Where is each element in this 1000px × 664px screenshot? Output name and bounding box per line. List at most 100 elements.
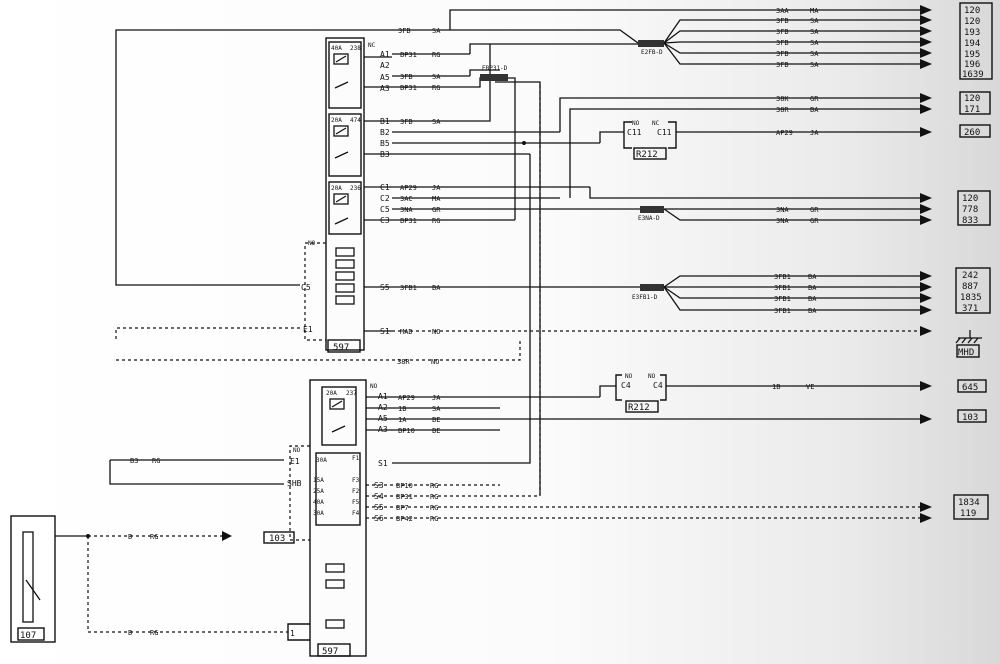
splice-e3na-label: E3NA-D <box>638 215 660 222</box>
wire-c1-color: JA <box>432 184 441 192</box>
r212b-name: R212 <box>628 403 650 413</box>
fuse-4: F5 <box>352 499 360 506</box>
pin-a2: A2 <box>380 61 390 70</box>
wire-s5-color: BA <box>432 284 441 292</box>
ref-group-8: 103 <box>957 409 987 423</box>
wire-3na1-code: 3NA <box>776 206 789 214</box>
r212a-pin-r: C11 <box>657 128 672 137</box>
ref-group-4: 120 778 833 <box>957 190 991 226</box>
ref-group-9: 1834 119 <box>953 494 989 520</box>
relay-3-code: 236 <box>350 185 361 192</box>
sw-wire-1-code: B <box>128 533 132 541</box>
ref-1-5: 195 <box>964 50 980 60</box>
splice-e2fb: E2FB-D <box>638 40 664 56</box>
ref-9-2: 119 <box>960 509 976 519</box>
bottom-box-wires: AP29 JA 1B SA 1A BE BP10 BE BP10 RG BP31… <box>366 82 920 523</box>
wire-38r <box>569 108 920 198</box>
wire-3fb1-2-code: 3FB1 <box>774 284 791 292</box>
ref-5-2: 887 <box>962 282 978 292</box>
wire-s1-code: MAD <box>400 328 413 336</box>
bundle-top-fanout: 3AA MA 3FB SA 3FB SA 3FB SA 3FB SA 3FB S… <box>450 7 920 69</box>
ref-4-1: 120 <box>962 194 978 204</box>
wire-a1-to-r212b <box>599 385 616 397</box>
left-pin-no: NO <box>308 240 316 247</box>
left-wire-code: B3 <box>130 457 138 465</box>
bpin-no: NO <box>370 383 378 390</box>
wire-a3-code: BP31 <box>400 84 417 92</box>
relay-r212-b: NO NO C4 C4 R212 <box>615 373 667 413</box>
bwire-a2-color: SA <box>432 405 441 413</box>
top-label-5-color: SA <box>810 50 819 58</box>
ground-wire-code: 38R <box>397 358 410 366</box>
relay-1-code: 238 <box>350 45 361 52</box>
pin-c2: C2 <box>380 194 390 203</box>
bottom-pin-1: 1 <box>290 629 295 638</box>
wire-b1-color: SA <box>432 118 441 126</box>
mid-ref-103: 103 <box>269 534 285 544</box>
wire-3na1-color: GR <box>810 206 819 214</box>
relay-box-bottom-name: 597 <box>322 647 338 657</box>
wire-a5-color: SA <box>432 73 441 81</box>
top-label-3-code: 3FB <box>776 28 789 36</box>
relay-b-amp: 20A <box>326 390 337 397</box>
ref-1-6: 196 <box>964 60 980 70</box>
wire-c1-code: AP29 <box>400 184 417 192</box>
pin-b5: B5 <box>380 139 390 148</box>
splice-e3na: E3NA-D <box>638 206 664 222</box>
wire-bundle-feed <box>469 43 638 54</box>
splice-e3fb1-label: E3FB1-D <box>632 294 658 301</box>
bwire-a1-code: AP29 <box>398 394 415 402</box>
wire-c3-color: RG <box>432 217 440 225</box>
wire-3fb1-4 <box>663 286 920 311</box>
bwire-a2-code: 1B <box>398 405 406 413</box>
fuse-amp-4: 40A <box>313 499 324 506</box>
relay-r212-a: NO NC C11 C11 R212 <box>623 120 677 160</box>
pin-nc: NC <box>368 42 376 49</box>
top-wire-color: SA <box>432 27 441 35</box>
ref-2-2: 171 <box>964 105 980 115</box>
bwire-a5-color: BE <box>432 416 440 424</box>
wire-38r-color: BA <box>810 106 819 114</box>
relay-box-top: 40A 238 20A 474 20A 236 597 NC A1 A2 A5 … <box>301 37 390 353</box>
wire-top-loop <box>115 29 450 286</box>
ground-wire-color: NO <box>431 358 439 366</box>
wire-38k-color: GR <box>810 95 819 103</box>
bwire-s6-color: RG <box>430 515 438 523</box>
r212a-nc: NC <box>652 120 660 127</box>
ref-1-2: 120 <box>964 17 980 27</box>
relay-1-amp: 40A <box>331 45 342 52</box>
splice-ebp31: EBP31-D <box>480 65 508 81</box>
wire-38k <box>559 97 920 132</box>
splice-ebp31-label: EBP31-D <box>482 65 508 72</box>
wire-3fb1-1-code: 3FB1 <box>774 273 791 281</box>
top-label-2-code: 3FB <box>776 17 789 25</box>
bleft-no: NO <box>293 447 301 454</box>
top-box-wires: BP31 RG 3FB SA BP31 RG 3FB SA AP29 JA 3A… <box>364 51 920 336</box>
ref-1-1: 120 <box>964 6 980 16</box>
bwire-a3-color: BE <box>432 427 440 435</box>
ref-group-1: 120 120 193 194 195 196 1639 <box>959 2 993 80</box>
top-label-1-code: 3AA <box>776 7 789 15</box>
ref-6-1: MHD <box>958 348 974 358</box>
bwire-s3-color: RG <box>430 482 438 490</box>
wire-3fb1-3-code: 3FB1 <box>774 295 791 303</box>
switch-box-name: 107 <box>20 631 36 641</box>
sw-wire-2-code: B <box>128 629 132 637</box>
top-wire-code: 3FB <box>398 27 411 35</box>
fuse-5: F4 <box>352 510 360 517</box>
wire-c5-color: GR <box>432 206 441 214</box>
wire-b5-to-r212 <box>599 131 624 143</box>
wire-c3-code: BP31 <box>400 217 417 225</box>
wire-a5-code: 3FB <box>400 73 413 81</box>
relay-box-top-name: 597 <box>333 343 349 353</box>
r212a-name: R212 <box>636 150 658 160</box>
bwire-s6-code: BP42 <box>396 515 413 523</box>
wire-shb-left <box>109 460 284 485</box>
wire-3fb1-3-color: BA <box>808 295 817 303</box>
wire-3na2-color: GR <box>810 217 819 225</box>
wire-3na2-code: 3NA <box>776 217 789 225</box>
ref-group-3: 260 <box>959 124 991 138</box>
r212b-nc: NO <box>648 373 656 380</box>
ref-1-4: 194 <box>964 39 980 49</box>
